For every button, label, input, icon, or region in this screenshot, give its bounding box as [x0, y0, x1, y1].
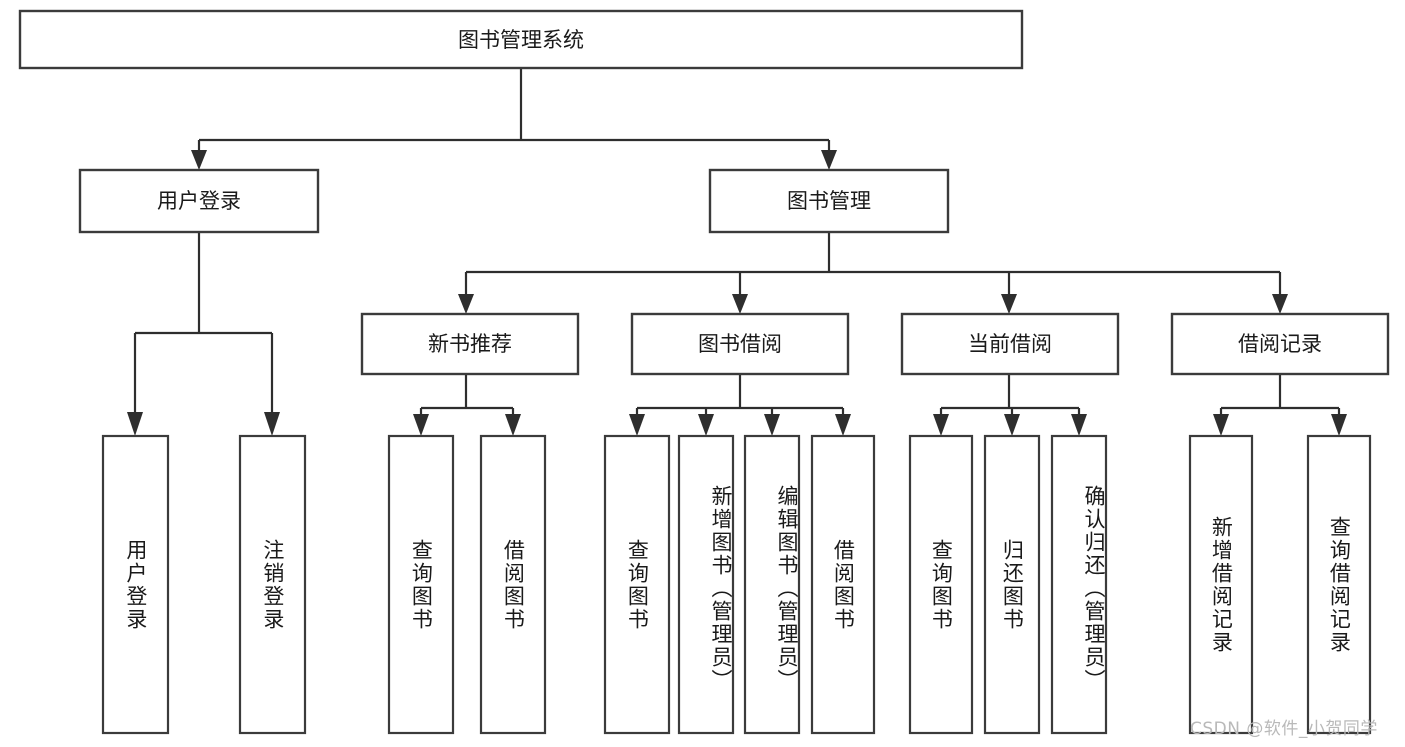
- arrow-to-borrow-record: [1272, 294, 1288, 314]
- arrow-to-leaf-query-book-1: [413, 414, 429, 436]
- leaf-node-query-book-2[interactable]: [603, 434, 671, 735]
- leaf-node-query-book-3[interactable]: [908, 434, 974, 735]
- connector-bookborrow-to-leaves: [629, 374, 851, 436]
- node-book-borrow[interactable]: 图书借阅: [630, 312, 850, 376]
- node-borrow-record-label: 借阅记录: [1238, 332, 1322, 356]
- leaf-node-logout[interactable]: [238, 434, 307, 735]
- arrow-to-current-borrow: [1001, 294, 1017, 314]
- arrow-to-leaf-return-book: [1004, 414, 1020, 436]
- arrow-to-book-borrow: [732, 294, 748, 314]
- leaf-node-add-record[interactable]: [1188, 434, 1254, 735]
- arrow-to-leaf-add-record: [1213, 414, 1229, 436]
- node-root-system[interactable]: 图书管理系统: [18, 9, 1024, 70]
- node-user-login[interactable]: 用户登录: [78, 168, 320, 234]
- arrow-to-leaf-user-login: [127, 412, 143, 436]
- arrow-to-leaf-add-book: [698, 414, 714, 436]
- leaf-node-return-book[interactable]: [983, 434, 1041, 735]
- node-book-manage-label: 图书管理: [787, 189, 871, 213]
- connector-root-to-level2: [191, 68, 837, 170]
- arrow-to-leaf-logout: [264, 412, 280, 436]
- connector-borrowrecord-to-leaves: [1213, 374, 1347, 436]
- arrow-to-new-book-rec: [458, 294, 474, 314]
- arrow-to-leaf-query-record: [1331, 414, 1347, 436]
- leaf-node-add-book[interactable]: [677, 434, 735, 735]
- leaf-node-borrow-book-2[interactable]: [810, 434, 876, 735]
- node-user-login-label: 用户登录: [157, 189, 241, 213]
- arrow-to-leaf-edit-book: [764, 414, 780, 436]
- connector-userlogin-to-leaves: [127, 232, 280, 436]
- leaf-node-confirm-return[interactable]: [1050, 434, 1108, 735]
- leaf-node-borrow-book-1[interactable]: [479, 434, 547, 735]
- node-book-borrow-label: 图书借阅: [698, 332, 782, 356]
- node-current-borrow[interactable]: 当前借阅: [900, 312, 1120, 376]
- node-borrow-record[interactable]: 借阅记录: [1170, 312, 1390, 376]
- connector-bookmanage-to-level3: [458, 232, 1288, 314]
- leaf-node-query-record[interactable]: [1306, 434, 1372, 735]
- node-new-book-recommend-label: 新书推荐: [428, 332, 512, 356]
- arrow-to-book-manage: [821, 150, 837, 170]
- arrow-to-leaf-confirm-return: [1071, 414, 1087, 436]
- arrow-to-user-login: [191, 150, 207, 170]
- node-root-label: 图书管理系统: [458, 28, 584, 52]
- connector-currentborrow-to-leaves: [933, 374, 1087, 436]
- csdn-watermark: CSDN @软件_小贺同学: [1190, 719, 1378, 739]
- leaf-node-edit-book[interactable]: [743, 434, 801, 735]
- arrow-to-leaf-borrow-book-1: [505, 414, 521, 436]
- arrow-to-leaf-query-book-3: [933, 414, 949, 436]
- arrow-to-leaf-borrow-book-2: [835, 414, 851, 436]
- connector-newbookrec-to-leaves: [413, 374, 521, 436]
- leaf-node-user-login[interactable]: [101, 434, 170, 735]
- node-new-book-recommend[interactable]: 新书推荐: [360, 312, 580, 376]
- leaf-node-query-book-1[interactable]: [387, 434, 455, 735]
- node-book-manage[interactable]: 图书管理: [708, 168, 950, 234]
- arrow-to-leaf-query-book-2: [629, 414, 645, 436]
- node-current-borrow-label: 当前借阅: [968, 332, 1052, 356]
